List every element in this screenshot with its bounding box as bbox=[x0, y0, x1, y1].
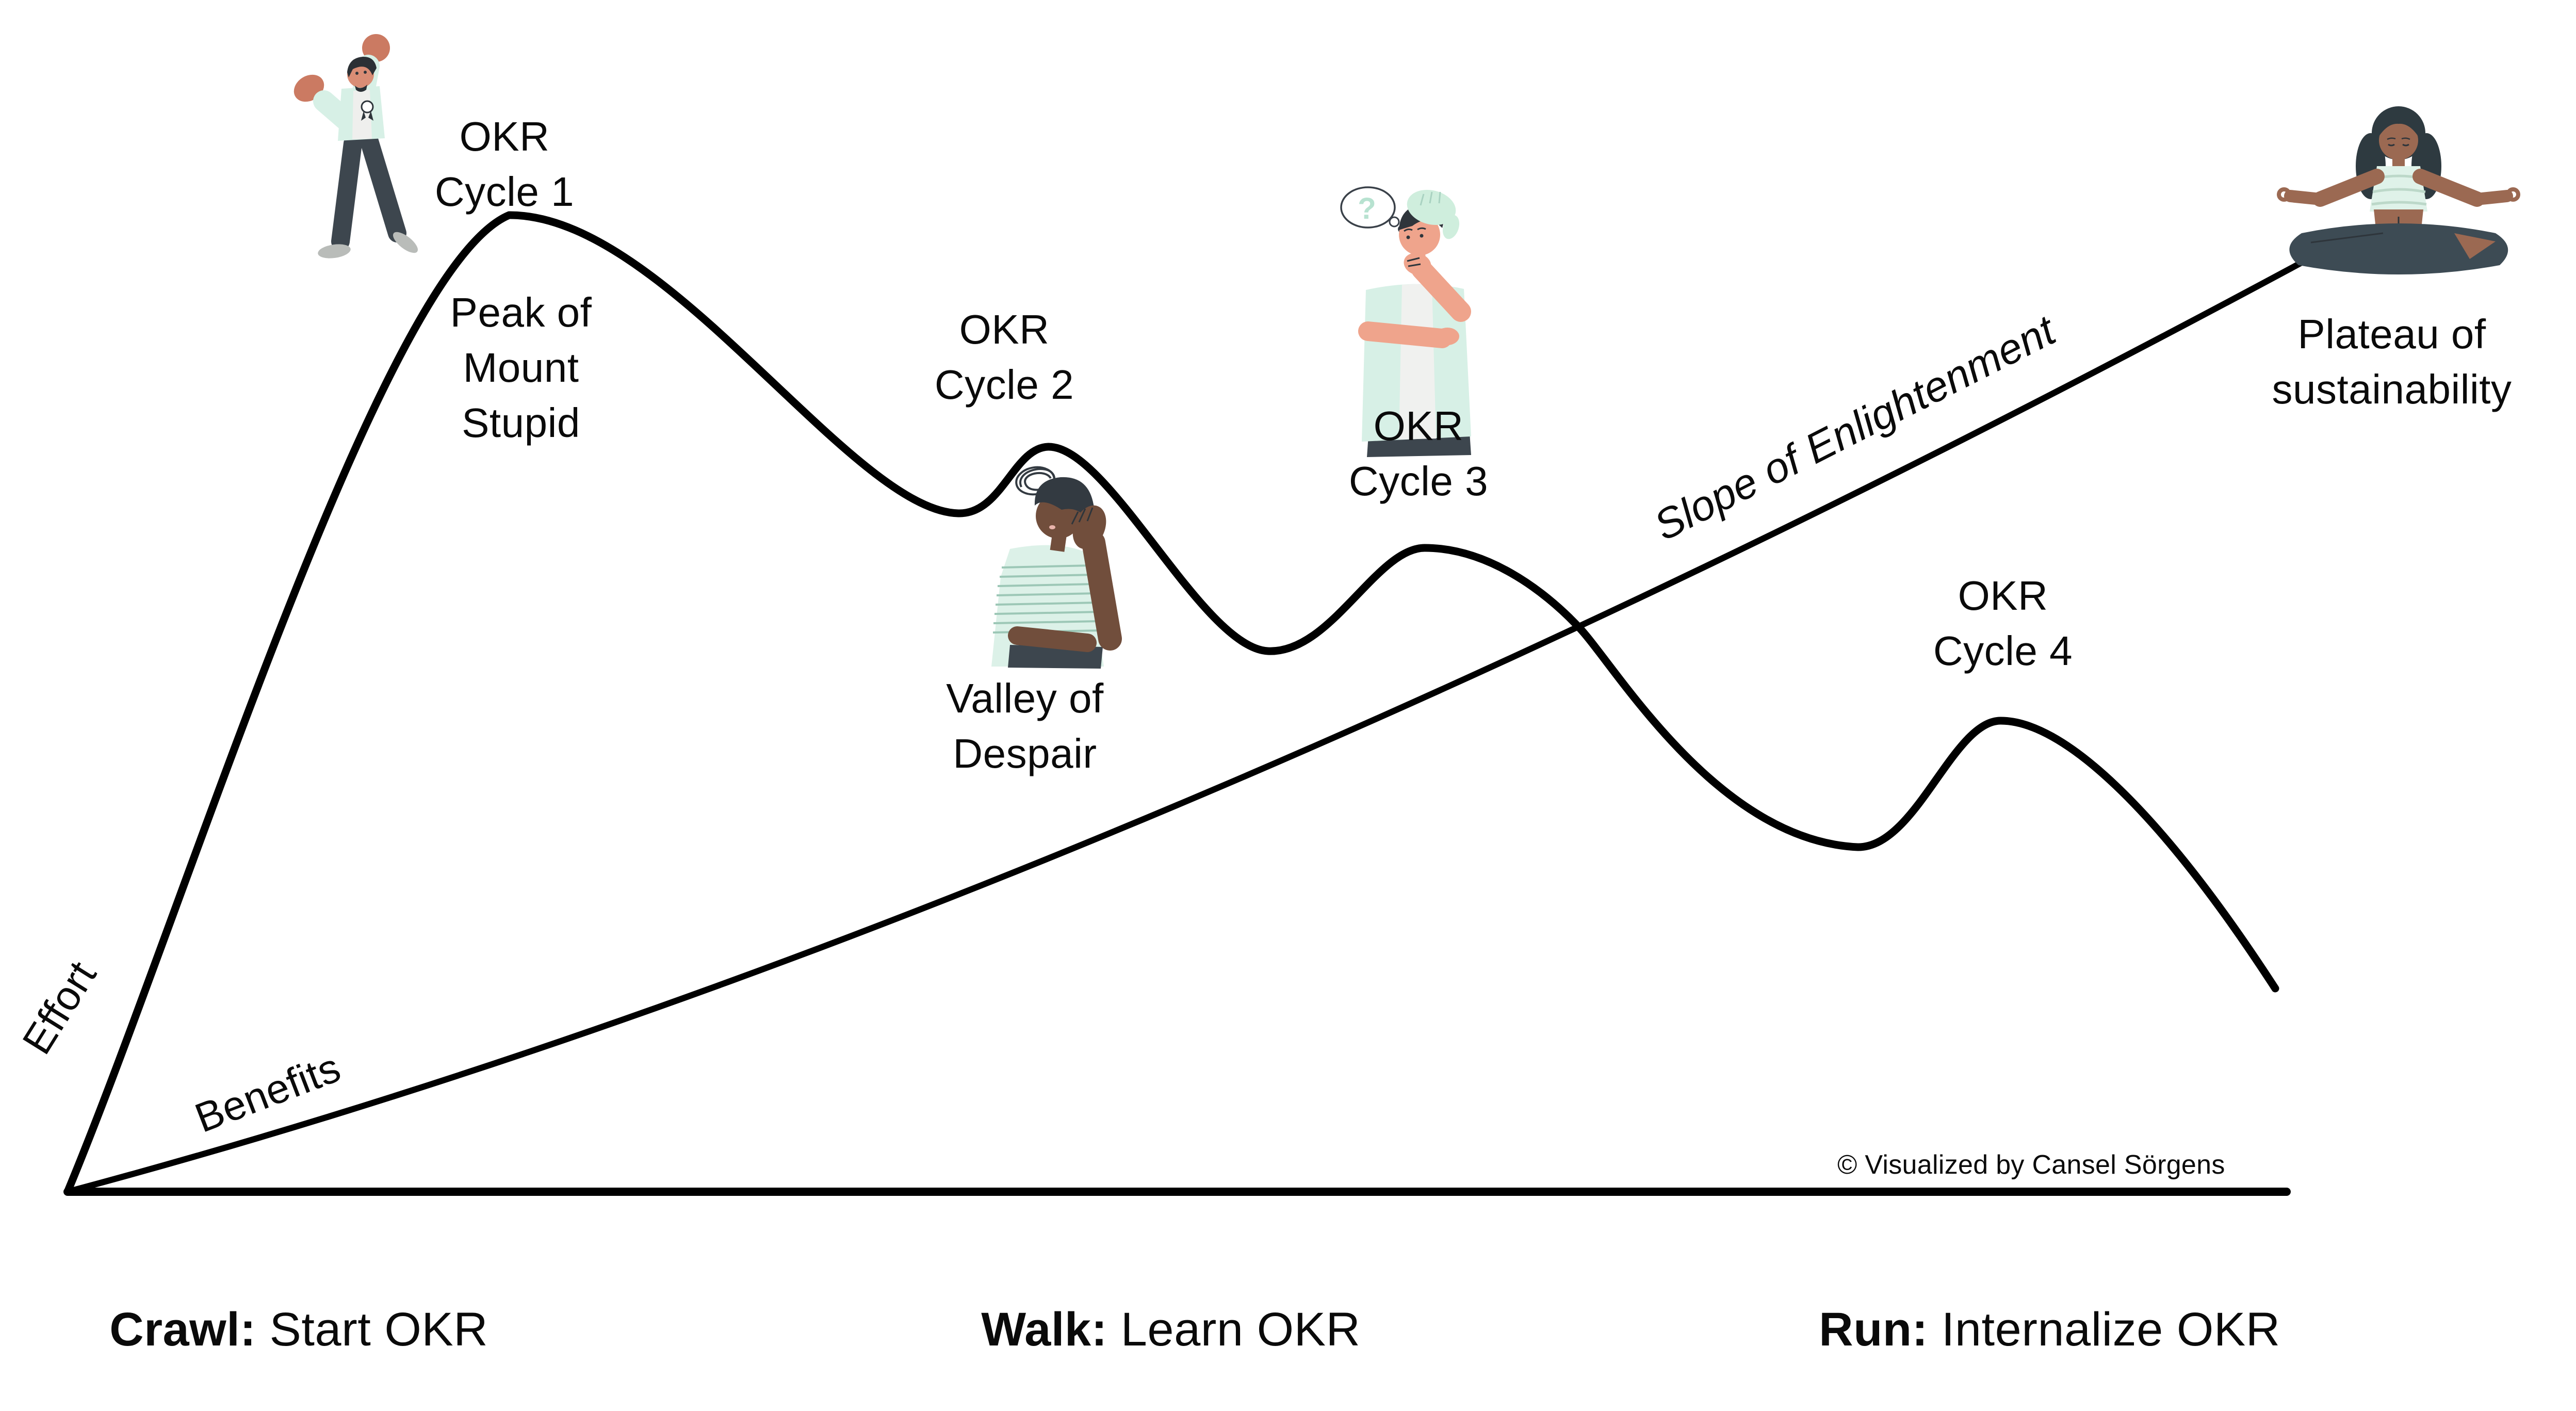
phase-run-term: Run: bbox=[1819, 1303, 1928, 1356]
overwhelmed-person-illustration bbox=[991, 466, 1122, 669]
okr-cycle-1-label: OKR Cycle 1 bbox=[434, 113, 575, 215]
okr-cycle-3-label: OKR Cycle 3 bbox=[1348, 403, 1489, 504]
okr-cycle-4-label: OKR Cycle 4 bbox=[1933, 573, 2073, 674]
valley-of-despair-label: Valley of Despair bbox=[946, 675, 1104, 776]
phase-crawl-term: Crawl: bbox=[109, 1303, 256, 1356]
phase-walk-term: Walk: bbox=[981, 1303, 1107, 1356]
thought-bubble: ? bbox=[1340, 186, 1405, 233]
thinking-person-illustration: ? bbox=[1340, 186, 1471, 457]
peak-of-mount-stupid-label: Peak of Mount Stupid bbox=[450, 289, 592, 446]
phase-walk: Walk: Learn OKR bbox=[927, 1248, 1361, 1411]
phase-crawl: Crawl: Start OKR bbox=[56, 1248, 488, 1411]
question-mark: ? bbox=[1358, 192, 1376, 225]
meditating-person-illustration bbox=[2277, 106, 2520, 274]
effort-curve bbox=[63, 211, 2279, 1196]
plateau-of-sustainability-label: Plateau of sustainability bbox=[2272, 311, 2512, 412]
phase-run-desc: Internalize OKR bbox=[1928, 1303, 2280, 1356]
phase-run: Run: Internalize OKR bbox=[1765, 1248, 2280, 1411]
phase-walk-desc: Learn OKR bbox=[1107, 1303, 1361, 1356]
okr-cycle-2-label: OKR Cycle 2 bbox=[934, 306, 1074, 408]
okr-journey-diagram: ? bbox=[13, 34, 2520, 1356]
celebrating-person-illustration bbox=[294, 34, 418, 258]
credit-text: © Visualized by Cansel Sörgens bbox=[1837, 1150, 2225, 1180]
benefits-curve bbox=[64, 260, 2304, 1195]
phase-crawl-desc: Start OKR bbox=[256, 1303, 488, 1356]
diagram-canvas: ? bbox=[63, 34, 2520, 1196]
